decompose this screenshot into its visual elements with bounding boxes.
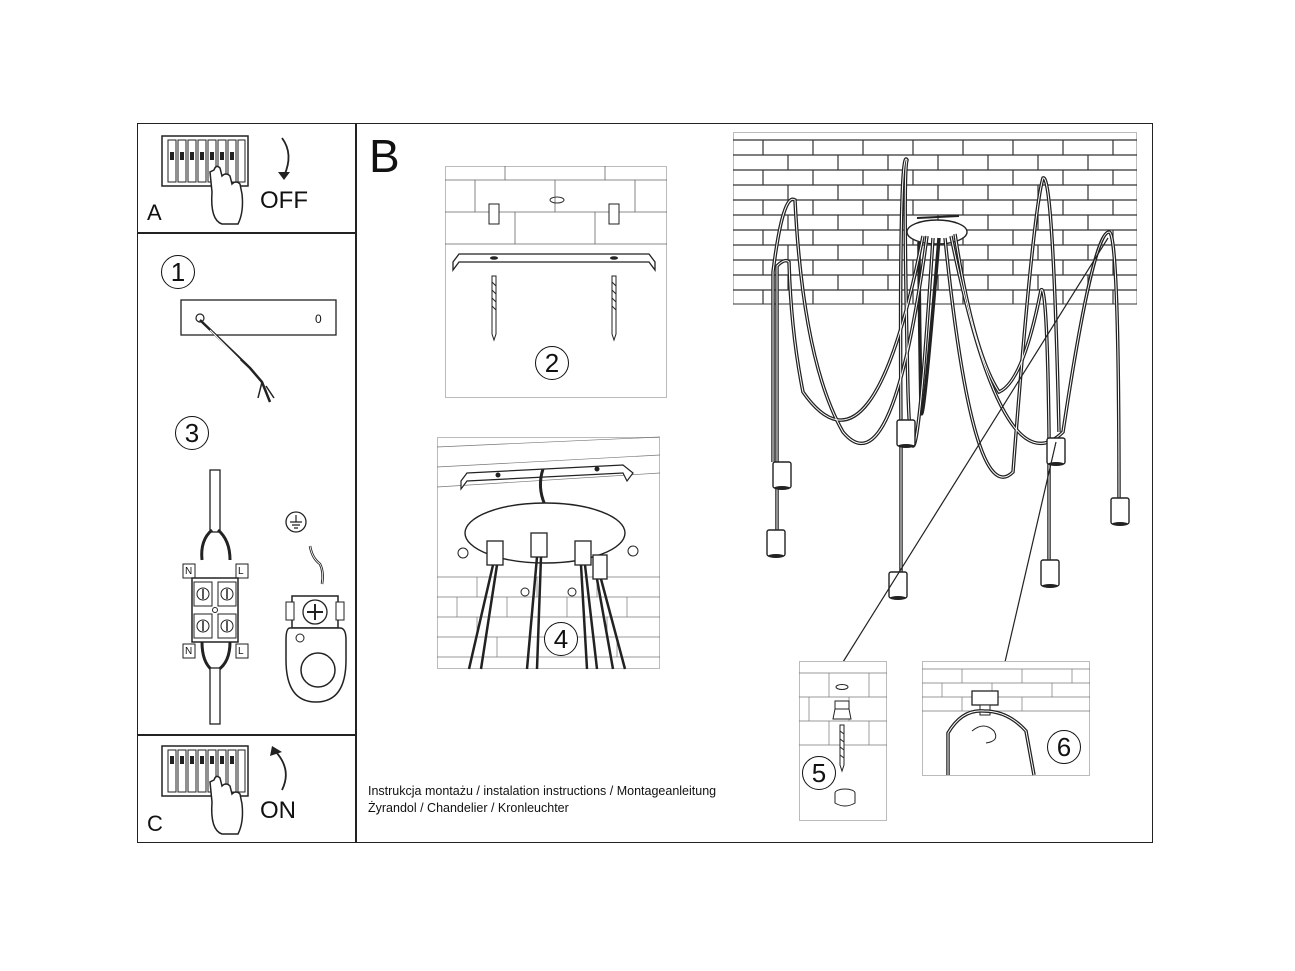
- outer-frame: [137, 123, 1153, 843]
- terminal-l-top: L: [238, 566, 244, 577]
- instructions-caption-line-2: Żyrandol / Chandelier / Kronleuchter: [368, 801, 569, 815]
- breaker-on-illustration: [161, 745, 287, 835]
- step-5-badge: 5: [802, 756, 836, 790]
- left-column-divider: [355, 123, 357, 843]
- step-1-badge: 1: [161, 255, 195, 289]
- hook-detail-illustration: [799, 661, 887, 821]
- step-2-badge: 2: [535, 346, 569, 380]
- panel-c-divider: [137, 734, 356, 736]
- off-label: OFF: [260, 187, 308, 214]
- canopy-marking: 0: [315, 312, 322, 326]
- step-4-badge: 4: [544, 622, 578, 656]
- chandelier-illustration: [733, 132, 1137, 638]
- panel-a-divider: [137, 232, 356, 234]
- panel-c-letter: C: [147, 811, 163, 836]
- terminal-n-bottom: N: [185, 646, 193, 657]
- step-6-badge: 6: [1047, 730, 1081, 764]
- terminal-block-illustration: [182, 469, 249, 725]
- panel-a-letter: A: [147, 200, 162, 225]
- canopy-ground-illustration: [180, 299, 337, 403]
- breaker-off-illustration: [161, 135, 290, 225]
- ground-terminal-illustration: [285, 511, 347, 703]
- on-label: ON: [260, 797, 296, 824]
- panel-b-letter: B: [369, 130, 400, 182]
- terminal-l-bottom: L: [238, 646, 244, 657]
- step-3-badge: 3: [175, 416, 209, 450]
- terminal-n-top: N: [185, 566, 193, 577]
- instructions-caption-line-1: Instrukcja montażu / instalation instruc…: [368, 784, 717, 798]
